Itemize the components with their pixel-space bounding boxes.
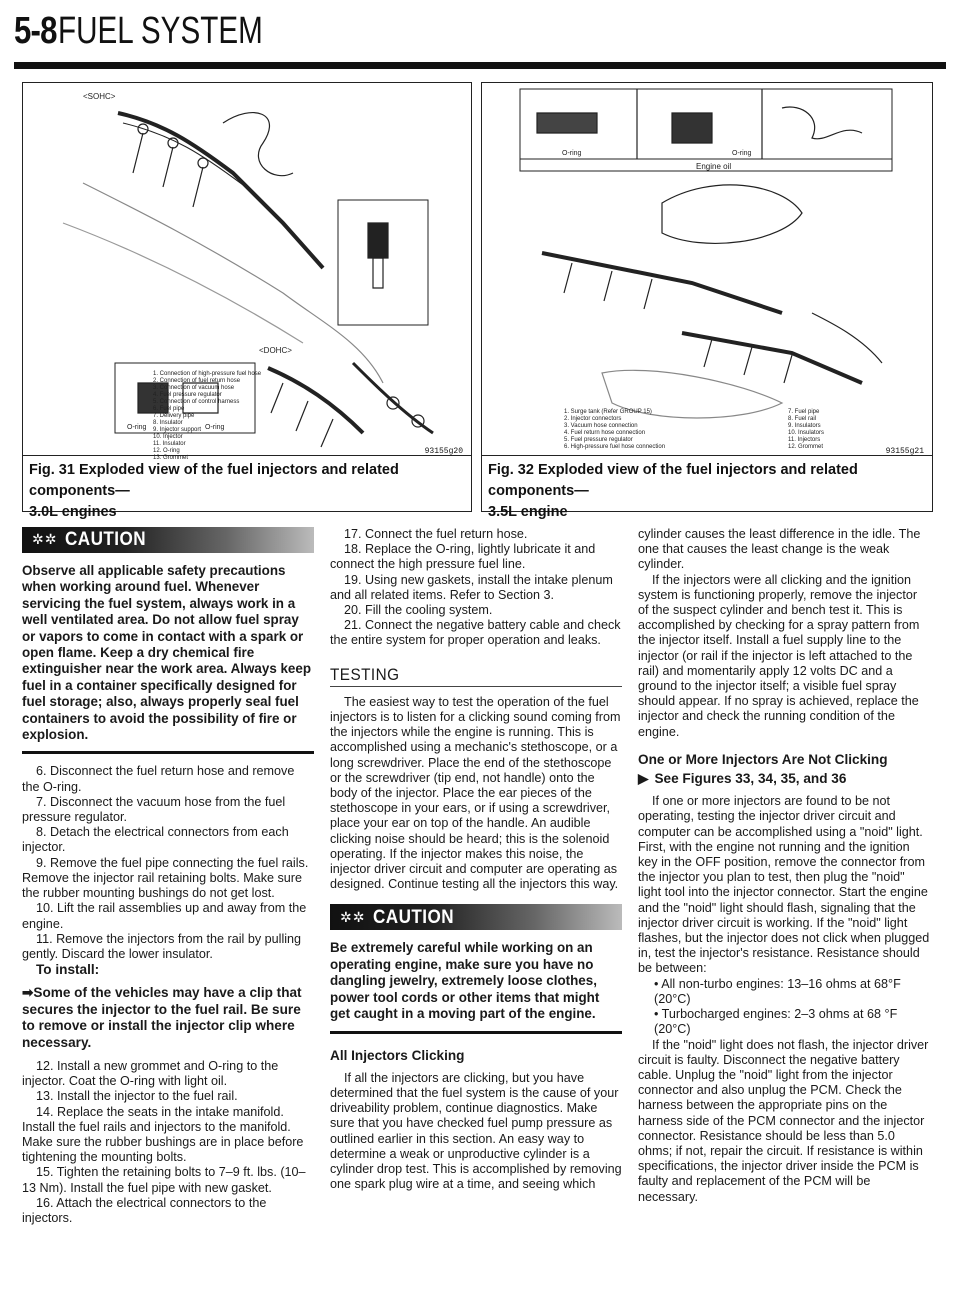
step: 21. Connect the negative battery cable a… — [330, 618, 621, 648]
figure-31-code: 93155g20 — [424, 447, 463, 456]
header-rule — [14, 62, 946, 69]
section-title: FUEL SYSTEM — [57, 10, 263, 52]
note-text: ➡Some of the vehicles may have a clip th… — [22, 985, 302, 1050]
step: 14. Replace the seats in the intake mani… — [22, 1104, 304, 1165]
column-3: cylinder causes the least difference in … — [638, 527, 930, 1205]
section-number: 5-8 — [14, 10, 57, 52]
figure-32-legend-left: 1. Surge tank (Refer GROUP 15)2. Injecto… — [564, 409, 666, 450]
testing-text: The easiest way to test the operation of… — [330, 694, 621, 892]
oring-label-r1: O-ring — [562, 150, 582, 157]
step: 7. Disconnect the vacuum hose from the f… — [22, 794, 286, 825]
caution-banner-2: ✲✲ CAUTION — [330, 904, 622, 931]
note-arrow-icon: ➡ — [22, 985, 34, 1001]
dohc-label: <DOHC> — [259, 346, 292, 355]
step: 10. Lift the rail assemblies up and away… — [22, 901, 307, 931]
step: 15. Tighten the retaining bolts to 7–9 f… — [22, 1165, 306, 1195]
oring-label-left: O-ring — [127, 424, 147, 431]
step: 6. Disconnect the fuel return hose and r… — [22, 764, 295, 794]
caution-banner-1: ✲✲ CAUTION — [22, 527, 314, 553]
oring-label-right: O-ring — [205, 424, 225, 431]
testing-rule — [330, 685, 622, 687]
continued-text: cylinder causes the least difference in … — [638, 527, 921, 572]
see-figures: ▶See Figures 33, 34, 35, and 36 — [638, 771, 847, 787]
oring-label-r2: O-ring — [732, 150, 752, 157]
step: 8. Detach the electrical connectors from… — [22, 825, 289, 855]
caution-text: Be extremely careful while working on an… — [330, 940, 600, 1022]
not-clicking-text: If one or more injectors are found to be… — [638, 794, 930, 976]
step: 20. Fill the cooling system. — [344, 603, 493, 618]
caution-text: Observe all applicable safety precaution… — [22, 563, 312, 743]
column-2: 17. Connect the fuel return hose. 18. Re… — [330, 527, 622, 1192]
all-clicking-heading: All Injectors Clicking — [330, 1047, 465, 1063]
figure-31-legend: 1. Connection of high-pressure fuel hose… — [153, 371, 262, 461]
step: 13. Install the injector to the fuel rai… — [36, 1089, 238, 1104]
figure-32-drawing: Engine oil O-ring O-ring — [519, 88, 893, 419]
step: 17. Connect the fuel return hose. — [344, 527, 528, 541]
spec-bullet: • All non-turbo engines: 13–16 ohms at 6… — [654, 976, 901, 1006]
figure-32-caption: Fig. 32 Exploded view of the fuel inject… — [482, 455, 932, 520]
figure-31: <SOHC> <DOHC> O-ring O-ring — [22, 82, 472, 520]
figure-32: Engine oil O-ring O-ring 1. Surge tank (… — [481, 82, 933, 520]
page-header: 5-8 FUEL SYSTEM — [14, 10, 320, 60]
step: 11. Remove the injectors from the rail b… — [22, 931, 302, 961]
step: 16. Attach the electrical connectors to … — [22, 1195, 267, 1225]
to-install-heading: To install: — [36, 962, 100, 978]
arrow-icon: ▶ — [638, 771, 649, 787]
step: 19. Using new gaskets, install the intak… — [330, 572, 613, 602]
not-clicking-heading: One or More Injectors Are Not Clicking — [638, 751, 888, 767]
warning-icon: ✲✲ — [32, 531, 58, 548]
engine-oil-label: Engine oil — [696, 162, 731, 171]
step: 12. Install a new grommet and O-ring to … — [22, 1058, 279, 1089]
warning-icon: ✲✲ — [340, 908, 366, 925]
injectors-text: If the injectors were all clicking and t… — [638, 572, 920, 739]
figure-31-drawing: <SOHC> <DOHC> O-ring O-ring — [62, 92, 434, 448]
caution-label: CAUTION — [65, 529, 147, 551]
clicking-text: If all the injectors are clicking, but y… — [330, 1070, 622, 1192]
testing-heading: TESTING — [330, 664, 400, 684]
figure-32-code: 93155g21 — [885, 447, 924, 456]
caution-rule — [22, 751, 314, 755]
step: 18. Replace the O-ring, lightly lubricat… — [330, 542, 596, 572]
spec-bullet: • Turbocharged engines: 2–3 ohms at 68 °… — [654, 1007, 898, 1037]
column-1: ✲✲ CAUTION Observe all applicable safety… — [22, 527, 314, 1226]
final-text: If the "noid" light does not flash, the … — [638, 1037, 929, 1204]
step: 9. Remove the fuel pipe connecting the f… — [22, 855, 309, 901]
figure-31-caption: Fig. 31 Exploded view of the fuel inject… — [23, 455, 471, 520]
caution-rule — [330, 1030, 622, 1034]
sohc-label: <SOHC> — [83, 92, 116, 101]
caution-label: CAUTION — [373, 906, 455, 928]
